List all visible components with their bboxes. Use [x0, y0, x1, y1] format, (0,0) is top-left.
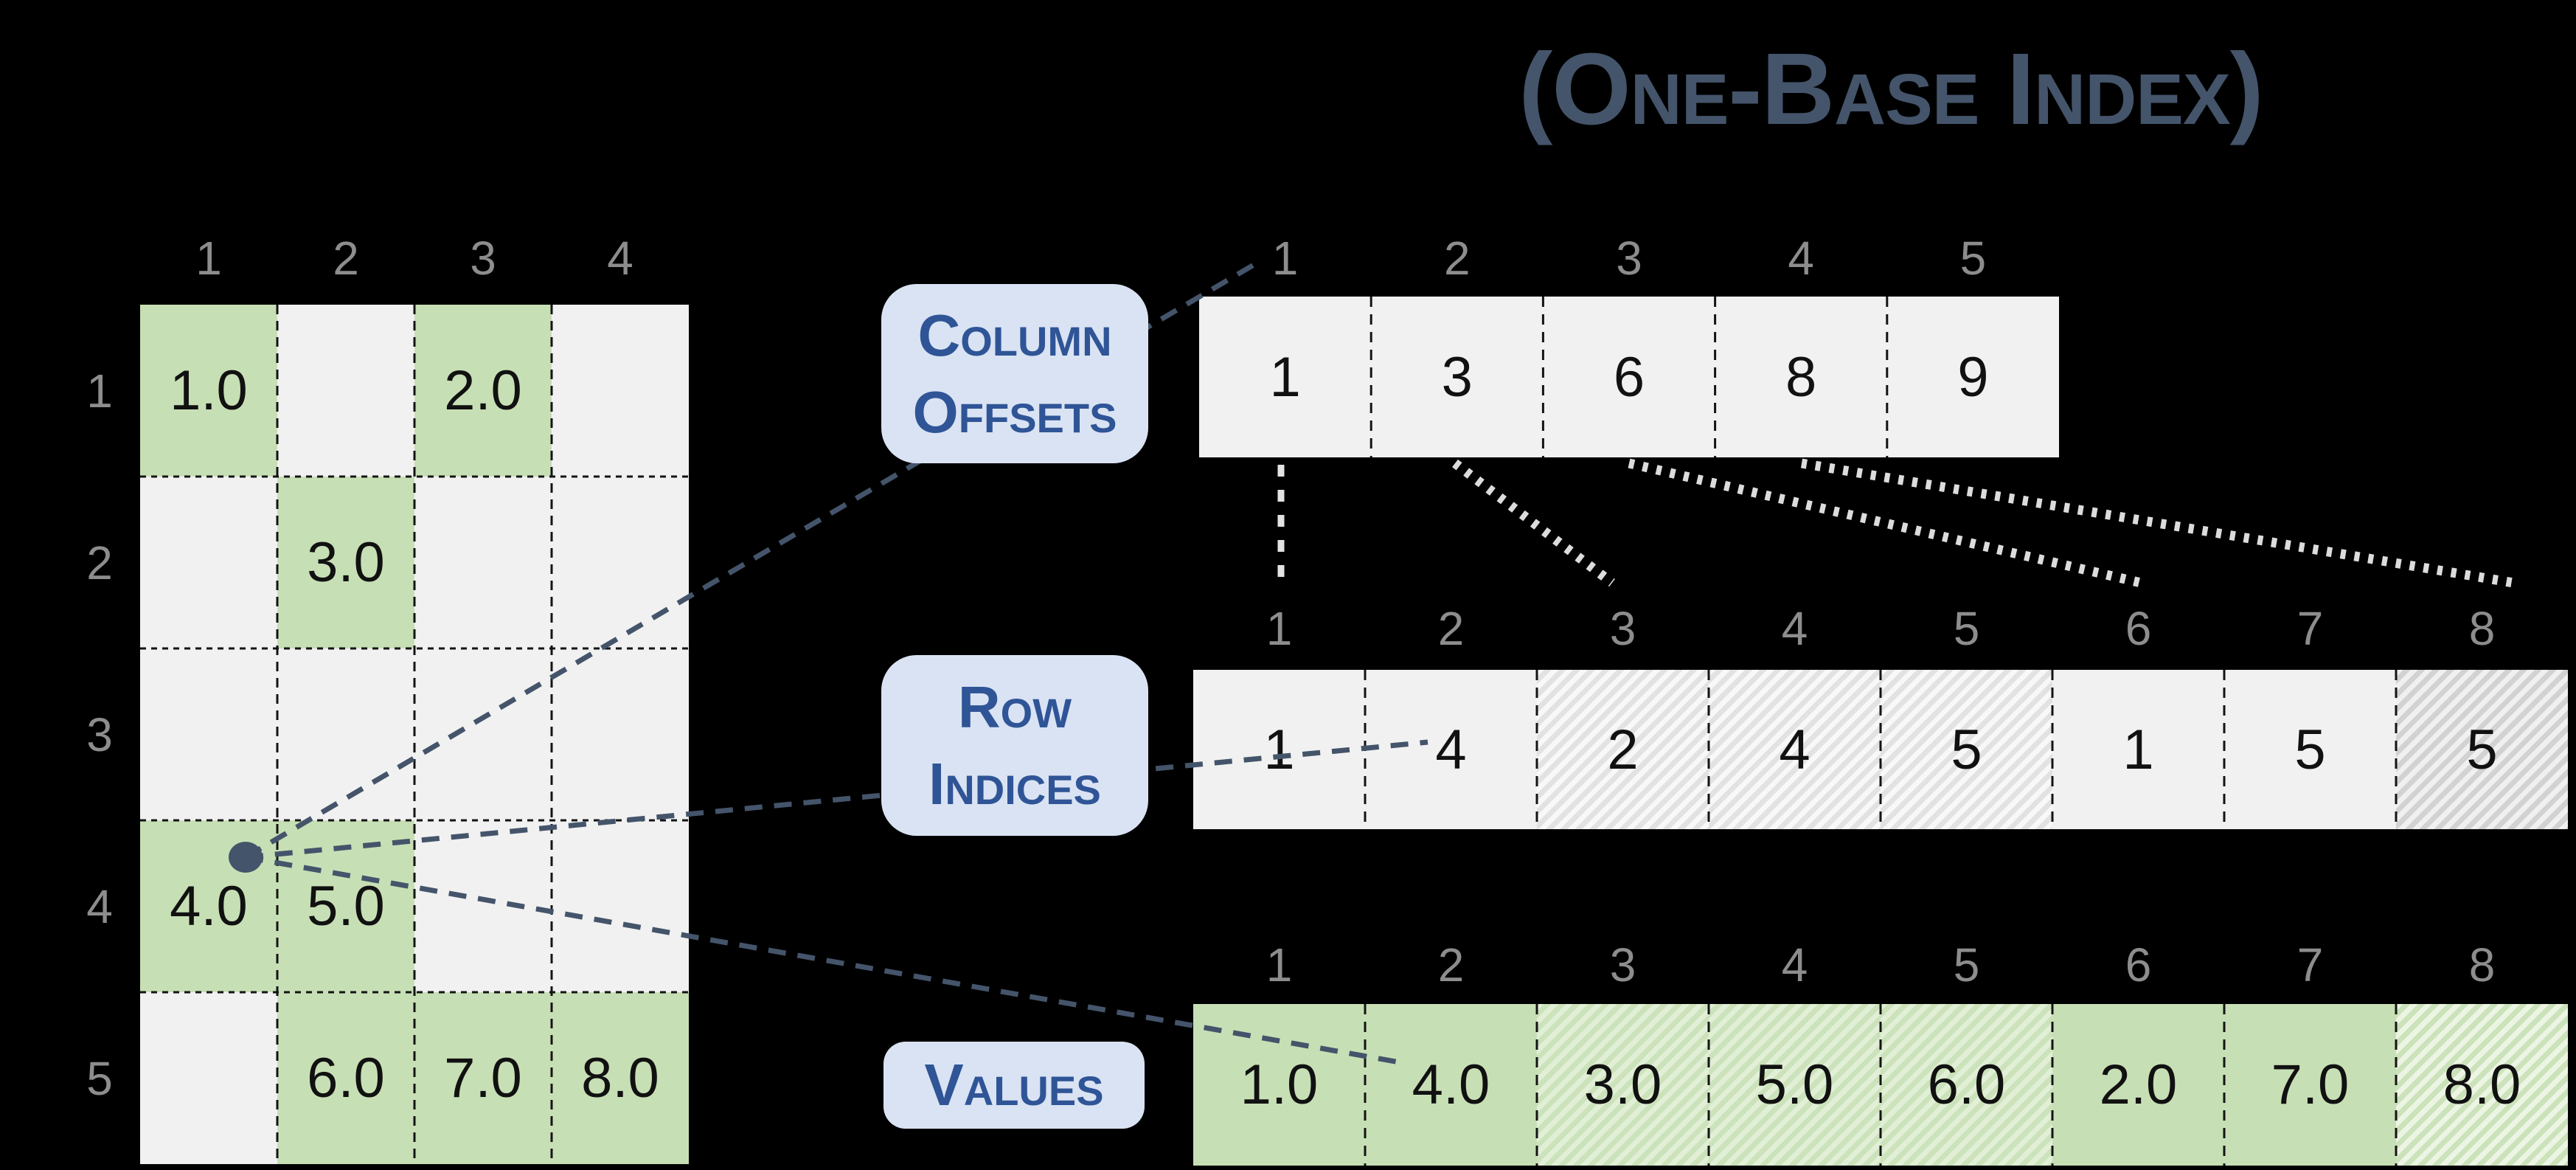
matrix-column-header: 1 [195, 232, 222, 285]
row-indices-label: Row Indices [881, 655, 1148, 836]
values-label: Values [883, 1042, 1145, 1129]
matrix-cell: 4.0 [140, 820, 277, 992]
column_offsets-cell: 8 [1715, 297, 1887, 457]
connector-to-row-indices [245, 739, 1428, 860]
matrix-cell: 2.0 [414, 305, 552, 477]
column_offsets-index-header: 4 [1788, 232, 1814, 285]
page-title: (One-Base Index) [1518, 32, 2263, 146]
matrix-cell: 6.0 [277, 992, 414, 1164]
row_indices-index-header: 2 [1437, 602, 1465, 655]
values-index-header: 8 [2468, 938, 2496, 991]
values-cell: 6.0 [1881, 1004, 2052, 1166]
values-index-header: 6 [2125, 938, 2152, 991]
offset-guide-line [1628, 458, 2142, 588]
matrix-cell [140, 992, 277, 1164]
column_offsets-cell: 1 [1199, 297, 1372, 457]
column_offsets-index-header: 3 [1616, 232, 1642, 285]
values-label-text: Values [924, 1052, 1104, 1118]
matrix-row-header: 5 [86, 1051, 113, 1105]
row_indices-cell: 1 [2052, 670, 2224, 829]
column_offsets-cell: 6 [1543, 297, 1715, 457]
row_indices-index-header: 8 [2468, 602, 2496, 655]
matrix-element-pointer-dot [229, 842, 263, 873]
column-offsets-label: Column Offsets [881, 284, 1148, 463]
matrix-cell: 7.0 [414, 992, 552, 1164]
row_indices-cell: 5 [2224, 670, 2396, 829]
values-cell: 4.0 [1365, 1004, 1537, 1166]
matrix-cell [552, 820, 689, 992]
matrix-cell: 8.0 [552, 992, 689, 1164]
row_indices-index-header: 1 [1266, 602, 1293, 655]
offset-guide-line [1800, 458, 2515, 588]
matrix-cell: 1.0 [140, 305, 277, 477]
matrix-cell [552, 305, 689, 477]
matrix-cell [140, 648, 277, 820]
values-cell: 2.0 [2052, 1004, 2224, 1166]
column-offsets-index-headers: 1 2 3 4 5 [1199, 229, 2059, 288]
row_indices-cell: 4 [1709, 670, 1881, 829]
row_indices-index-header: 4 [1781, 602, 1808, 655]
row_indices-index-header: 6 [2125, 602, 2152, 655]
row_indices-index-header: 3 [1609, 602, 1636, 655]
values-cell: 3.0 [1537, 1004, 1709, 1166]
values-index-header: 3 [1609, 938, 1636, 991]
matrix-row-header: 1 [86, 364, 113, 418]
values-cell: 1.0 [1193, 1004, 1365, 1166]
values-cell: 7.0 [2224, 1004, 2396, 1166]
column_offsets-index-header: 1 [1271, 232, 1299, 285]
matrix-cell [140, 477, 277, 648]
row_indices-index-header: 5 [1953, 602, 1980, 655]
matrix-cell [552, 648, 689, 820]
matrix-column-headers: 1 2 3 4 [140, 229, 689, 288]
matrix-row-header: 2 [86, 536, 113, 589]
values-cell: 5.0 [1709, 1004, 1881, 1166]
column_offsets-index-header: 5 [1959, 232, 1987, 285]
matrix-cell [414, 477, 552, 648]
matrix-cell [414, 820, 552, 992]
matrix-cell [414, 648, 552, 820]
values-index-header: 5 [1953, 938, 1980, 991]
row_indices-cell: 5 [1881, 670, 2052, 829]
values-index-header: 7 [2296, 938, 2324, 991]
matrix-cell [552, 477, 689, 648]
offset-guide-line [1452, 459, 1615, 587]
matrix-row-header: 4 [86, 879, 113, 933]
matrix-column-header: 3 [470, 232, 496, 285]
column_offsets-cell: 9 [1886, 297, 2059, 457]
row_indices-cell: 4 [1365, 670, 1537, 829]
values-cell: 8.0 [2396, 1004, 2568, 1166]
matrix-column-header: 4 [607, 232, 633, 285]
matrix-row-header: 3 [86, 707, 113, 761]
matrix-cell: 3.0 [277, 477, 414, 648]
row_indices-cell: 2 [1537, 670, 1709, 829]
row-indices-index-headers: 1 2 3 4 5 6 7 8 [1193, 599, 2568, 658]
row_indices-index-header: 7 [2296, 602, 2324, 655]
matrix-column-header: 2 [333, 232, 359, 285]
matrix-cell [277, 305, 414, 477]
row_indices-cell: 5 [2396, 670, 2568, 829]
column_offsets-index-header: 2 [1443, 232, 1471, 285]
values-index-headers: 1 2 3 4 5 6 7 8 [1193, 935, 2568, 994]
matrix-cell [277, 648, 414, 820]
values-index-header: 2 [1437, 938, 1465, 991]
column_offsets-cell: 3 [1371, 297, 1544, 457]
values-index-header: 1 [1266, 938, 1293, 991]
row-indices-label-text: Row Indices [928, 674, 1101, 817]
values-index-header: 4 [1781, 938, 1808, 991]
connector-to-values [245, 854, 1400, 1065]
matrix-row-headers: 1 2 3 4 5 [70, 305, 129, 1164]
column-offsets-label-text: Column Offsets [912, 302, 1117, 445]
